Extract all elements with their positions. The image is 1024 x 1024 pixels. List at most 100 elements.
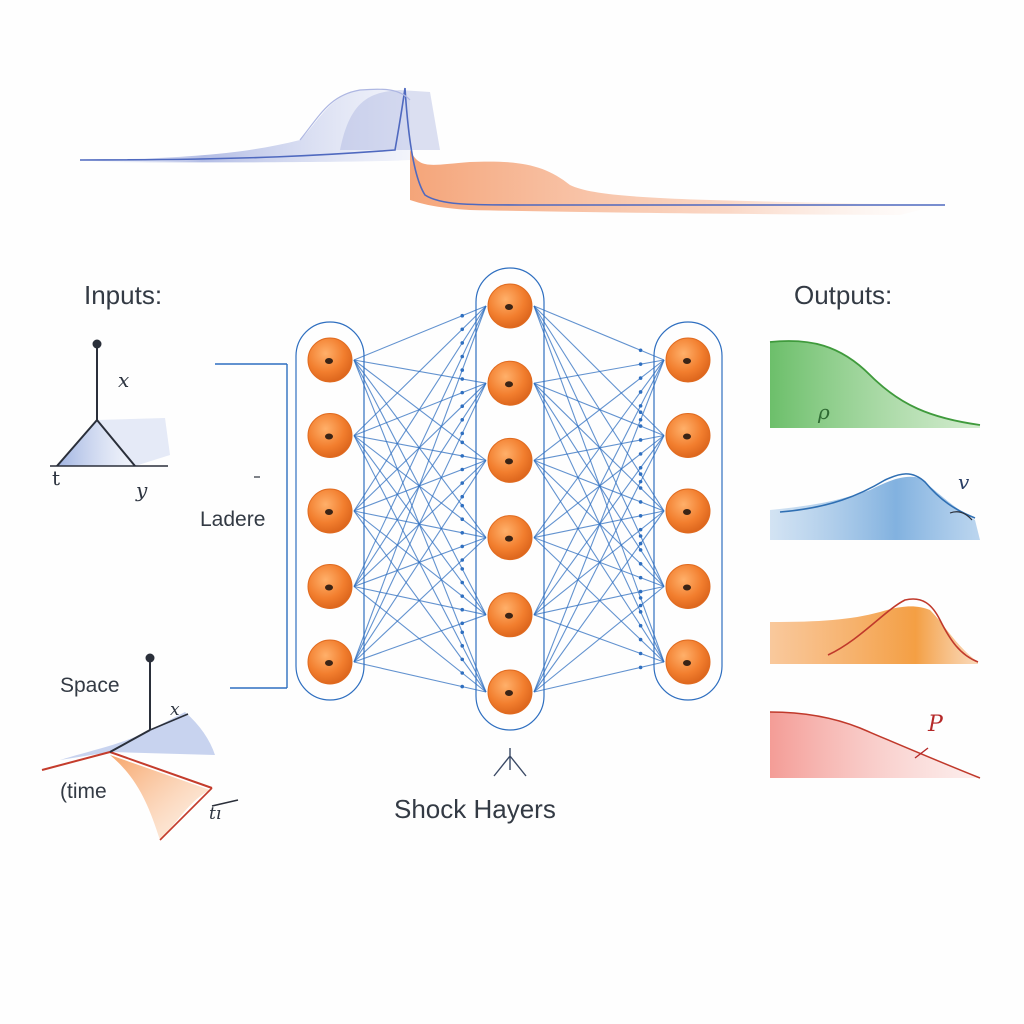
network-edge xyxy=(353,435,487,693)
network-node-nucleus xyxy=(683,433,691,440)
output-curve-rho xyxy=(769,340,981,428)
network-edges xyxy=(353,305,665,693)
axis-dark-right xyxy=(149,713,189,731)
edge-arrowhead xyxy=(638,452,643,456)
output-symbol-v: v xyxy=(958,470,970,494)
edge-arrowhead xyxy=(638,472,643,476)
network-edge xyxy=(353,359,487,616)
edge-arrowhead xyxy=(460,503,465,508)
edge-arrowhead xyxy=(638,562,643,566)
network-node-nucleus xyxy=(505,612,513,619)
edge-arrowhead xyxy=(460,494,465,499)
network-node-nucleus xyxy=(505,304,513,310)
network-node-nucleus xyxy=(325,433,333,440)
edge-arrowhead xyxy=(638,500,643,504)
network-edge xyxy=(533,537,665,588)
space-label: Space xyxy=(60,674,120,697)
edge-arrowhead xyxy=(460,544,465,549)
edge-arrowhead xyxy=(460,684,465,689)
network-node-nucleus xyxy=(683,660,691,666)
network-node-nucleus xyxy=(505,535,513,542)
network-edge xyxy=(533,510,665,693)
network-edge xyxy=(533,460,665,663)
network-edge xyxy=(353,510,487,539)
edge-arrowhead xyxy=(638,348,643,353)
time-label: (time xyxy=(60,780,107,803)
edge-arrowhead xyxy=(638,541,643,546)
edge-arrowhead xyxy=(460,368,465,372)
network-edge xyxy=(353,305,487,663)
network-edge xyxy=(353,510,487,616)
bottom-axis-t-label: tı xyxy=(209,804,222,824)
network-edge xyxy=(353,305,487,436)
shock-wave-front-line xyxy=(79,87,946,207)
edge-arrowhead xyxy=(460,594,465,598)
axis-tick-t xyxy=(211,799,239,807)
output-curve-orange xyxy=(770,598,979,664)
edge-arrowhead xyxy=(638,486,643,490)
edge-arrowhead xyxy=(460,644,465,648)
network-edge xyxy=(353,382,487,663)
edge-arrowhead xyxy=(638,376,643,380)
edge-arrowhead xyxy=(638,603,643,608)
edge-arrowhead xyxy=(638,610,643,614)
network-edge xyxy=(533,305,665,436)
network-edge xyxy=(533,359,665,616)
network-edge xyxy=(533,305,665,587)
network-edge xyxy=(533,382,665,663)
edge-arrowhead xyxy=(638,410,643,414)
network-nodes xyxy=(307,283,711,715)
edge-arrowhead xyxy=(460,341,465,345)
network-node-nucleus xyxy=(325,358,333,364)
network-edge xyxy=(353,359,487,538)
network-edge xyxy=(353,305,487,587)
output-symbol-rho: ρ xyxy=(818,400,830,424)
edge-arrowhead xyxy=(638,651,643,656)
edge-arrowhead xyxy=(638,527,643,532)
network-edge xyxy=(353,661,487,693)
edge-arrowhead xyxy=(460,417,465,422)
bottom-axis-x-label: x xyxy=(170,700,180,720)
edge-arrowhead xyxy=(638,417,643,422)
axis-origin-dot xyxy=(145,653,155,663)
edge-arrowhead xyxy=(638,479,643,484)
edge-arrowhead xyxy=(460,580,465,585)
top-axis-x-label: x xyxy=(118,368,130,392)
network-edge xyxy=(533,382,665,512)
network-edge xyxy=(533,305,665,512)
network-node-nucleus xyxy=(683,509,691,515)
axis-shadow-band xyxy=(97,418,170,466)
edge-arrowhead xyxy=(460,558,465,562)
edge-arrowhead xyxy=(460,404,465,409)
axis-red-bottom xyxy=(159,787,213,841)
shock-wave-blue-band xyxy=(90,89,410,163)
network-edge xyxy=(353,435,487,616)
shock-wave-upper-outline xyxy=(299,88,411,141)
output-curve-v xyxy=(770,473,980,540)
layer-pointer-arrow xyxy=(493,748,527,777)
edge-arrowhead xyxy=(638,390,643,394)
edge-arrowhead xyxy=(638,424,643,428)
network-edge xyxy=(533,661,665,693)
edge-arrowhead xyxy=(460,390,465,395)
network-node-nucleus xyxy=(505,381,513,388)
layer-label-left: Ladere xyxy=(200,508,266,531)
layer-container xyxy=(295,321,365,701)
input-axes-bottom xyxy=(41,653,239,841)
network-edge xyxy=(533,614,665,663)
edge-arrowhead xyxy=(638,548,643,552)
top-axis-t-label: t xyxy=(52,466,61,490)
edge-arrowhead xyxy=(460,531,465,535)
shock-wave-blue-glow xyxy=(340,90,440,150)
edge-arrowhead xyxy=(638,589,643,594)
axis-triangle-outline xyxy=(56,418,136,467)
layer-containers xyxy=(295,267,723,731)
outputs-heading: Outputs: xyxy=(794,280,893,310)
shock-wave-orange-band xyxy=(410,150,940,215)
edge-arrowhead xyxy=(460,630,465,635)
network-edge xyxy=(533,459,665,512)
network-edge xyxy=(353,305,487,512)
layer-container xyxy=(475,267,545,731)
